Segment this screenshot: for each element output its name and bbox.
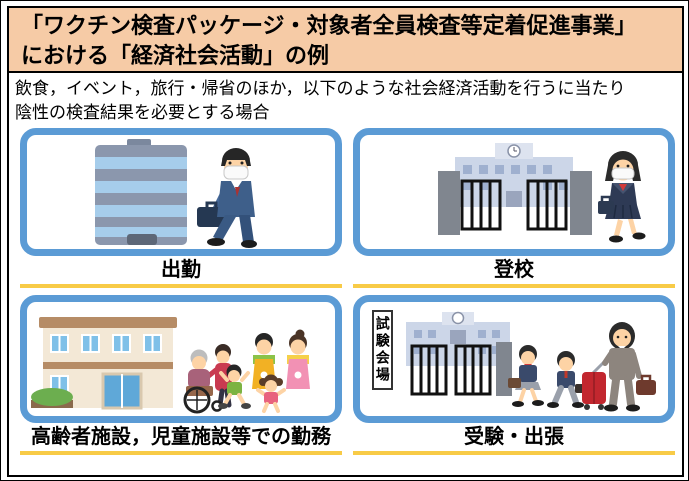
commute-illustration [95,139,257,248]
panel-commute-frame [20,128,342,256]
exam-trip-illustration [406,311,656,412]
intro-text: 飲食，イベント，旅行・帰省のほか，以下のような社会経済活動を行うに当たり 陰性の… [15,77,681,125]
panel-exam-underline [353,451,675,455]
panel-commute: 出勤 [20,128,342,288]
panel-exam-trip: 試験会場 受験・出張 [353,295,675,455]
panel-school-frame [353,128,675,256]
panel-exam-label: 受験・出張 [464,426,564,448]
intro-text-line2: 陰性の検査結果を必要とする場合 [15,103,270,122]
jumping-children-illustration [218,364,286,413]
page-title-line1: 「ワクチン検査パッケージ・対象者全員検査等定着促進事業」 [21,13,637,38]
panel-exam-frame: 試験会場 [353,295,675,423]
panel-facility-underline [20,451,342,455]
masked-businessman-illustration [197,148,257,248]
panel-facility-work: 高齢者施設，児童施設等での勤務 [20,295,342,455]
panel-commute-label: 出勤 [161,259,201,281]
intro-text-line1: 飲食，イベント，旅行・帰省のほか，以下のような社会経済活動を行うに当たり [15,79,626,98]
facility-work-illustration [31,317,310,414]
panel-school-underline [353,284,675,288]
panel-school-label: 登校 [494,259,534,281]
exam-gate-illustration [410,342,512,396]
panel-facility-frame [20,295,342,423]
masked-schoolgirl-illustration [598,151,646,243]
exam-venue-sign: 試験会場 [372,310,393,390]
page-title-line2: における「経済社会活動」の例 [21,43,330,68]
office-building-illustration [95,139,187,245]
panel-facility-label: 高齢者施設，児童施設等での勤務 [31,426,331,448]
school-gate-illustration [438,171,592,235]
students-illustration [508,345,588,408]
header-banner: 「ワクチン検査パッケージ・対象者全員検査等定着促進事業」 における「経済社会活動… [7,6,684,73]
panel-school: 登校 [353,128,675,288]
exam-school-building-illustration [406,311,510,366]
businesswoman-suitcase-illustration [582,322,656,412]
panel-commute-underline [20,284,342,288]
school-illustration [438,143,646,243]
care-facility-building-illustration [31,317,177,410]
